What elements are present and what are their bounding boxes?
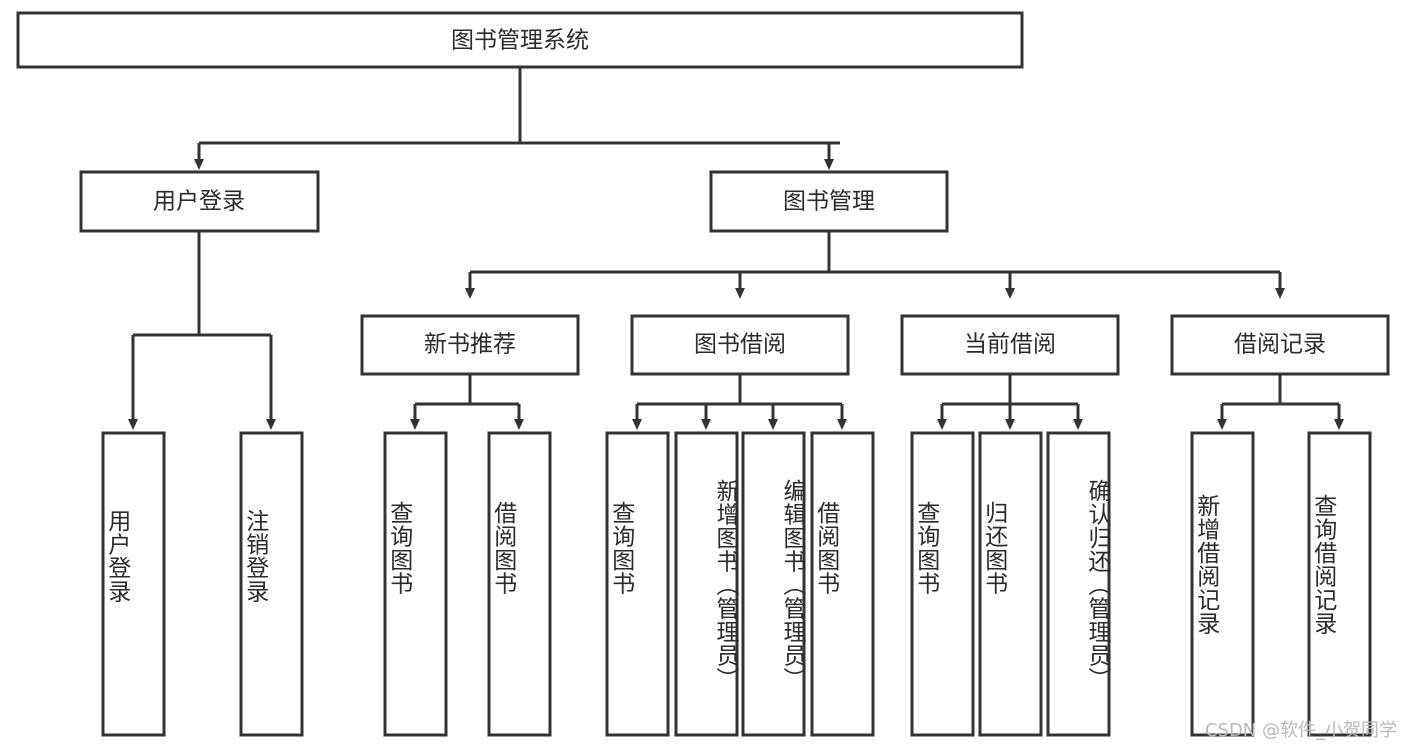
node-root-label: 图书管理系统 <box>451 28 589 54</box>
node-book-management[interactable]: 图书管理 <box>709 170 949 233</box>
node-user-login-label: 用户登录 <box>153 189 245 215</box>
node-user-login[interactable]: 用户登录 <box>79 170 320 233</box>
node-book-management-label: 图书管理 <box>783 189 875 215</box>
leaf-box[interactable] <box>101 431 166 737</box>
leaf-box[interactable] <box>383 431 448 737</box>
leaf-box[interactable] <box>741 431 806 737</box>
leaf-box[interactable] <box>487 431 552 737</box>
node-book-borrow-label: 图书借阅 <box>694 332 786 358</box>
node-book-borrow[interactable]: 图书借阅 <box>630 314 850 376</box>
leaf-box[interactable] <box>605 431 670 737</box>
edge-root-to-level2 <box>194 67 840 170</box>
leaf-box[interactable] <box>239 431 304 737</box>
node-borrow-record-label: 借阅记录 <box>1234 332 1326 358</box>
edge-borrow-record-to-leaves <box>1217 374 1344 430</box>
leaf-box[interactable] <box>910 431 975 737</box>
watermark: CSDN @软件_小贺同学 <box>1204 720 1397 741</box>
edge-new-book-to-leaves <box>410 374 524 430</box>
leaf-box[interactable] <box>674 431 739 737</box>
edge-level2-to-level3 <box>465 231 1285 299</box>
edge-book-borrow-to-leaves <box>632 374 847 430</box>
leaf-box[interactable] <box>1046 431 1111 737</box>
edge-user-login-to-leaves <box>128 231 276 430</box>
leaf-box[interactable] <box>978 431 1043 737</box>
leaf-box[interactable] <box>1190 431 1255 737</box>
leaf-box[interactable] <box>810 431 875 737</box>
leaf-box[interactable] <box>1307 431 1372 737</box>
leaf-boxes <box>101 431 1372 737</box>
node-current-borrow[interactable]: 当前借阅 <box>900 314 1120 376</box>
node-new-book-recommend-label: 新书推荐 <box>424 332 516 358</box>
node-current-borrow-label: 当前借阅 <box>964 332 1056 358</box>
node-new-book-recommend[interactable]: 新书推荐 <box>360 314 580 376</box>
node-root[interactable]: 图书管理系统 <box>16 11 1024 69</box>
node-borrow-record[interactable]: 借阅记录 <box>1170 314 1390 376</box>
edge-current-borrow-to-leaves <box>937 374 1083 430</box>
